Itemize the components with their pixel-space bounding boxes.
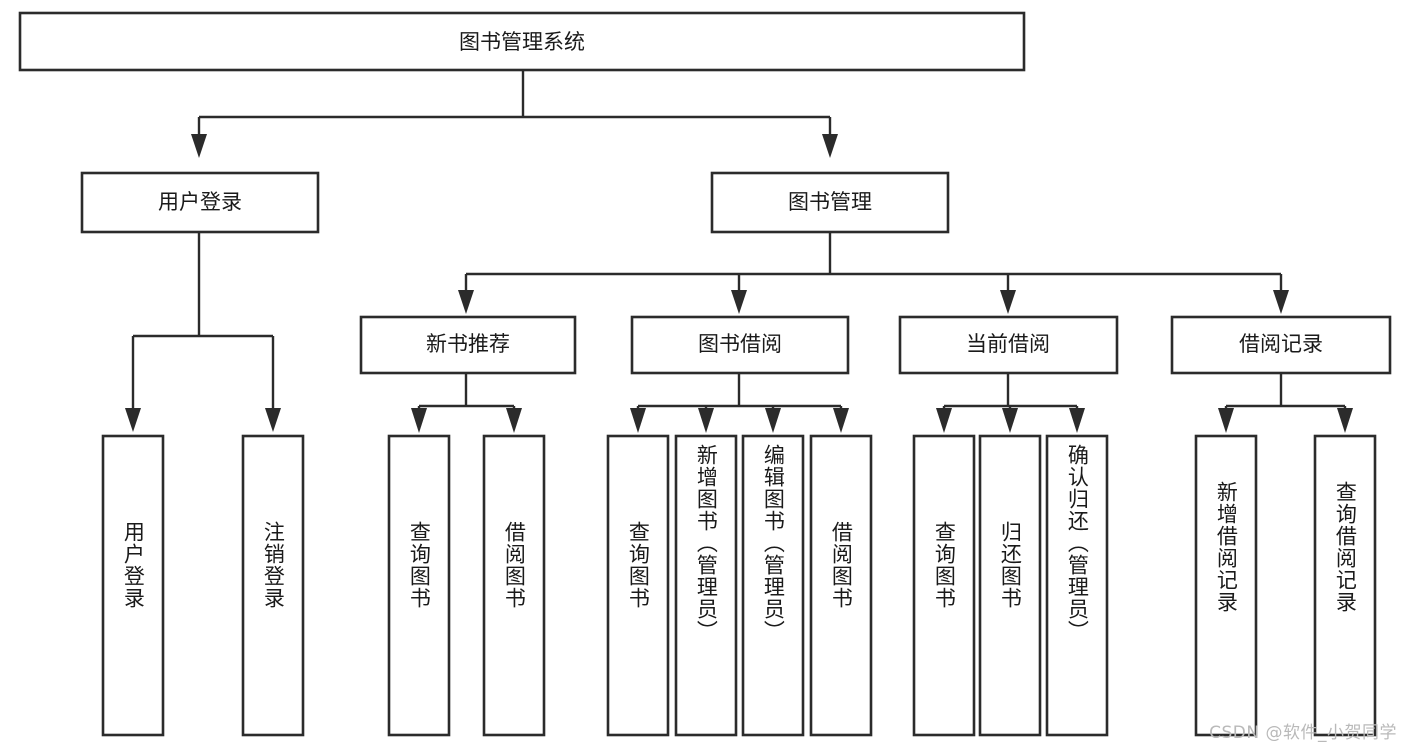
node-book-borrow-label: 图书借阅	[698, 332, 782, 356]
node-user-login-box[interactable]	[80, 171, 320, 234]
node-book-borrow-box[interactable]	[630, 315, 850, 375]
leaf-box-query-book-2[interactable]	[606, 434, 670, 737]
leaf-box-edit-book[interactable]	[741, 434, 805, 737]
node-book-manage-label: 图书管理	[788, 190, 872, 214]
node-borrow-record[interactable]: 借阅记录	[1170, 315, 1392, 375]
node-user-login[interactable]: 用户登录	[80, 171, 320, 234]
arrow-head-leaf-query-record	[1337, 408, 1353, 433]
arrow-head-new-book-recommend	[458, 290, 474, 314]
connector-group-new-book-recommend	[411, 373, 522, 433]
arrow-head-book-borrow	[731, 290, 747, 314]
arrow-head-borrow-record	[1273, 290, 1289, 314]
leaf-box-borrow-book-2[interactable]	[809, 434, 873, 737]
connector-group-borrow-record	[1218, 373, 1353, 433]
node-book-manage[interactable]: 图书管理	[710, 171, 950, 234]
connector-group-book-borrow	[630, 373, 849, 433]
arrow-head-leaf-add-record	[1218, 408, 1234, 433]
connector-group-user-login	[125, 232, 281, 432]
leaf-box-add-book[interactable]	[674, 434, 738, 737]
leaf-boxes-group	[101, 434, 1377, 737]
node-new-book-recommend-label: 新书推荐	[426, 332, 510, 356]
arrow-head-leaf-edit-book	[765, 408, 781, 433]
arrow-head-user-login	[191, 134, 207, 158]
leaf-box-add-record[interactable]	[1194, 434, 1258, 737]
csdn-watermark: CSDN @软件_小贺同学	[1209, 723, 1397, 743]
leaf-box-query-book-1[interactable]	[387, 434, 451, 737]
arrow-head-leaf-confirm-return	[1069, 408, 1085, 433]
leaf-box-user-logout[interactable]	[241, 434, 305, 737]
node-root-label: 图书管理系统	[459, 30, 585, 54]
node-book-manage-box[interactable]	[710, 171, 950, 234]
node-root-box[interactable]	[18, 11, 1026, 72]
node-current-borrow-box[interactable]	[898, 315, 1119, 375]
arrow-head-leaf-query-book-3	[936, 408, 952, 433]
connector-group-current-borrow	[936, 373, 1085, 433]
leaf-box-query-record[interactable]	[1313, 434, 1377, 737]
node-root[interactable]: 图书管理系统	[18, 11, 1026, 72]
arrow-head-leaf-return-book	[1002, 408, 1018, 433]
leaf-box-user-login[interactable]	[101, 434, 165, 737]
connector-group-root	[191, 70, 838, 158]
node-current-borrow-label: 当前借阅	[966, 332, 1050, 356]
arrow-head-leaf-query-book-1	[411, 408, 427, 433]
leaf-box-query-book-3[interactable]	[912, 434, 976, 737]
node-borrow-record-label: 借阅记录	[1239, 332, 1323, 356]
arrow-head-leaf-user-logout	[265, 408, 281, 432]
node-current-borrow[interactable]: 当前借阅	[898, 315, 1119, 375]
leaf-box-confirm-return[interactable]	[1045, 434, 1109, 737]
arrow-head-current-borrow	[1000, 290, 1016, 314]
node-book-borrow[interactable]: 图书借阅	[630, 315, 850, 375]
arrow-head-leaf-user-login	[125, 408, 141, 432]
arrow-head-book-manage	[822, 134, 838, 158]
node-borrow-record-box[interactable]	[1170, 315, 1392, 375]
node-new-book-recommend[interactable]: 新书推荐	[359, 315, 577, 375]
connector-group-book-manage	[458, 232, 1289, 314]
node-user-login-label: 用户登录	[158, 190, 242, 214]
leaf-box-return-book[interactable]	[978, 434, 1042, 737]
leaf-box-borrow-book-1[interactable]	[482, 434, 546, 737]
arrow-head-leaf-query-book-2	[630, 408, 646, 433]
node-new-book-recommend-box[interactable]	[359, 315, 577, 375]
arrow-head-leaf-borrow-book-2	[833, 408, 849, 433]
arrow-head-leaf-add-book	[698, 408, 714, 433]
arrow-head-leaf-borrow-book-1	[506, 408, 522, 433]
